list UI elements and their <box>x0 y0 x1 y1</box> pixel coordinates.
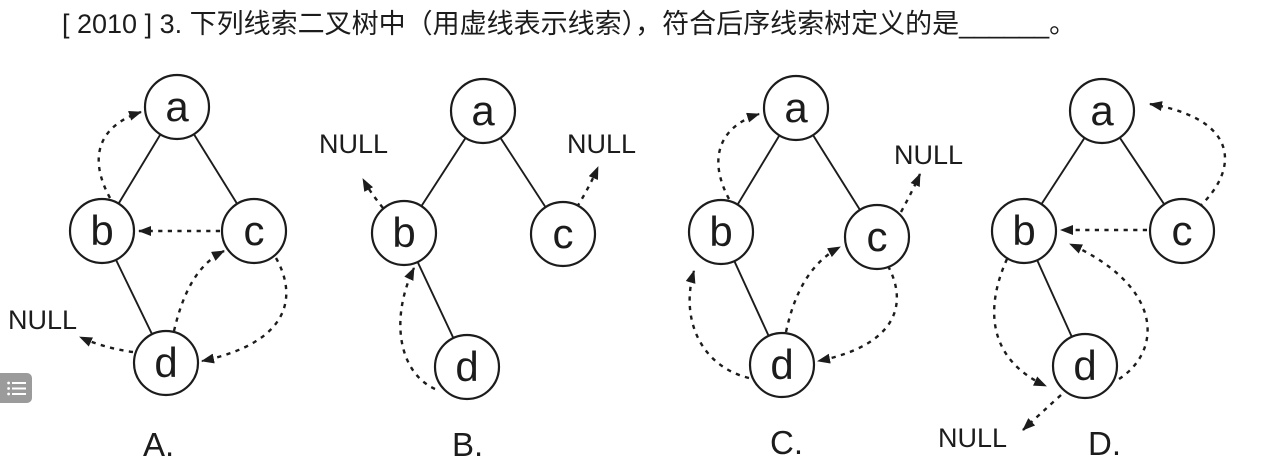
node-a <box>762 74 830 142</box>
thread-c-to-d <box>201 257 288 364</box>
thread-b-to-a <box>97 110 142 199</box>
tree-option-d: a b c d NULL D. <box>938 77 1227 462</box>
node-c-label: c <box>1172 207 1193 254</box>
null-label: NULL <box>938 423 1007 453</box>
node-b <box>990 197 1058 265</box>
node-c <box>1148 197 1216 265</box>
tree-option-c: a b c d NULL C. <box>685 74 963 461</box>
thread-d-to-null <box>79 335 134 354</box>
node-a <box>449 77 517 145</box>
node-d <box>132 329 200 397</box>
node-a-label: a <box>471 87 495 134</box>
toc-button[interactable] <box>0 373 32 403</box>
node-c <box>843 203 911 271</box>
thread-d-to-b <box>685 270 750 380</box>
node-c <box>529 200 597 268</box>
null-label-right: NULL <box>567 129 636 159</box>
node-d <box>1051 332 1119 400</box>
tree-option-a: a b c d NULL A. <box>8 73 288 463</box>
null-label: NULL <box>894 140 963 170</box>
node-b <box>68 197 136 265</box>
node-d-label: d <box>455 343 478 390</box>
node-d <box>748 331 816 399</box>
thread-c-to-d <box>817 265 898 364</box>
node-b-label: b <box>392 209 415 256</box>
node-d <box>433 333 501 401</box>
node-a-label: a <box>165 83 189 130</box>
node-c-label: c <box>867 213 888 260</box>
node-b-label: b <box>90 207 113 254</box>
node-d-label: d <box>770 341 793 388</box>
thread-b-to-null <box>361 178 384 209</box>
thread-b-to-d <box>993 258 1047 388</box>
node-a <box>143 73 211 141</box>
thread-d-to-c <box>172 249 225 332</box>
thread-d-to-b <box>399 267 436 391</box>
option-label-a: A. <box>143 426 174 463</box>
thread-d-to-null <box>1022 394 1062 431</box>
null-label: NULL <box>8 305 77 335</box>
thread-d-to-b <box>1069 242 1149 381</box>
node-d-label: d <box>1073 342 1096 389</box>
node-a-label: a <box>1090 87 1114 134</box>
node-a-label: a <box>784 84 808 131</box>
node-d-label: d <box>154 339 177 386</box>
thread-c-to-a <box>1149 101 1227 208</box>
thread-d-to-c <box>784 245 841 333</box>
node-a <box>1068 77 1136 145</box>
node-b <box>687 198 755 266</box>
node-b-label: b <box>709 208 732 255</box>
node-c-label: c <box>244 207 265 254</box>
option-label-b: B. <box>452 426 483 463</box>
option-label-c: C. <box>770 424 803 461</box>
node-b-label: b <box>1012 207 1035 254</box>
list-icon <box>7 381 26 395</box>
null-label-left: NULL <box>319 129 388 159</box>
question-text: [ 2010 ] 3. 下列线索二叉树中（用虚线表示线索），符合后序线索树定义的… <box>62 9 1077 39</box>
node-c <box>220 197 288 265</box>
thread-b-to-a <box>717 112 760 200</box>
tree-option-b: a b c d NULL NULL B. <box>319 77 636 463</box>
node-c-label: c <box>553 210 574 257</box>
node-b <box>370 199 438 267</box>
thread-c-to-null <box>899 173 922 213</box>
option-label-d: D. <box>1088 425 1121 462</box>
thread-c-to-null <box>575 166 600 208</box>
